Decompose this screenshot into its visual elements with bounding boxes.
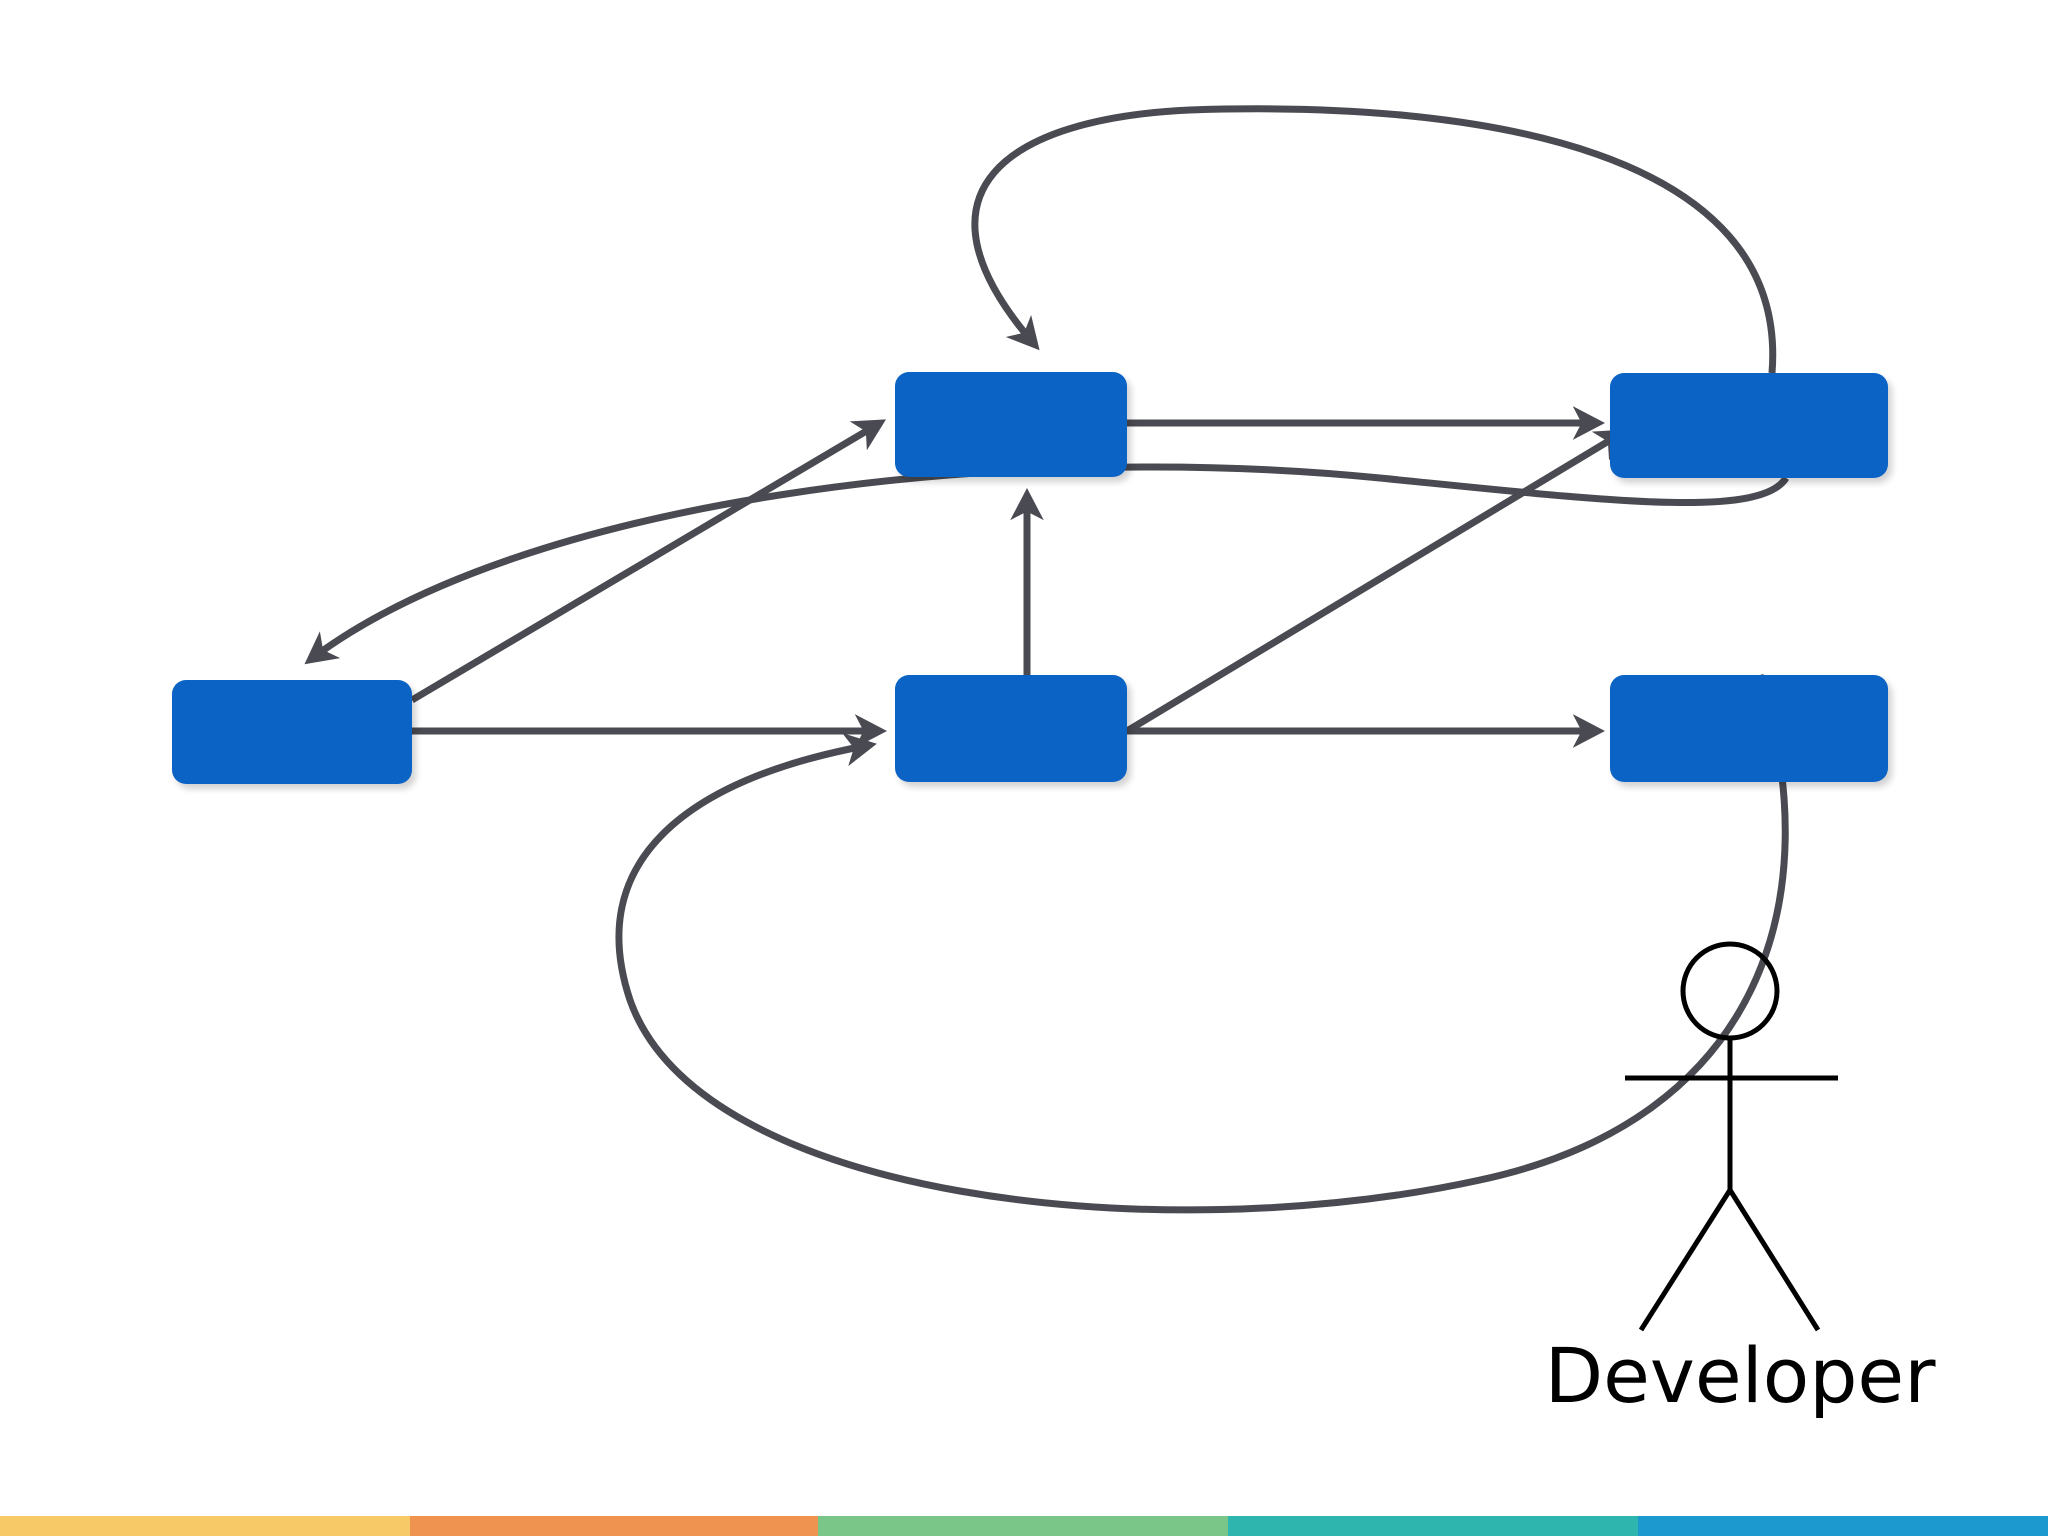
actor-label: Developer (1544, 1331, 1936, 1420)
connector-top-right-to-top-middle (971, 105, 1777, 374)
node-top-middle[interactable] (895, 372, 1127, 477)
actor-leg-right (1727, 1188, 1821, 1332)
footer-segment-green (818, 1516, 1228, 1536)
connector-bottom-right-loop-to-bottom-middle (615, 673, 1789, 1214)
node-bottom-middle[interactable] (895, 675, 1127, 782)
footer-color-bar (0, 1516, 2048, 1536)
connector-left-to-top-middle (410, 419, 887, 704)
footer-segment-teal (1228, 1516, 1638, 1536)
connector-bottom-middle-to-top-right (1125, 429, 1628, 734)
footer-segment-orange (410, 1516, 818, 1536)
actor-leg-left (1638, 1188, 1733, 1332)
connectors-layer (304, 105, 1789, 1214)
footer-segment-yellow (0, 1516, 410, 1536)
actor-developer (1625, 941, 1838, 1332)
node-left[interactable] (172, 680, 412, 784)
footer-segment-blue (1638, 1516, 2048, 1536)
node-bottom-right[interactable] (1610, 675, 1888, 782)
node-top-right[interactable] (1610, 373, 1888, 478)
connector-right-to-left (304, 463, 1789, 665)
